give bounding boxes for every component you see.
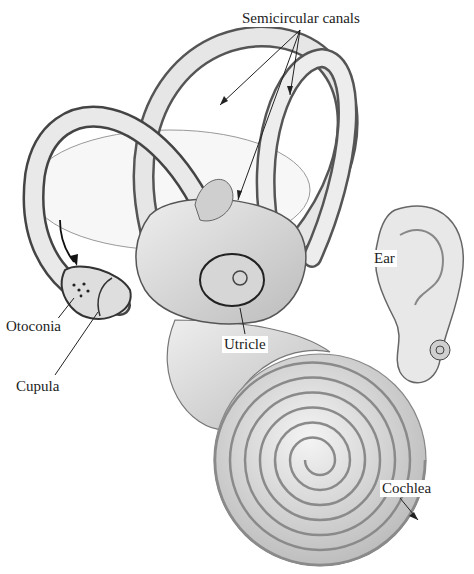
- mini-cochlea: [430, 340, 450, 360]
- part-label: Otoconia: [4, 318, 63, 335]
- cochlea-spiral: [214, 354, 426, 566]
- saccule: [195, 179, 233, 221]
- cupula-shape: [98, 278, 112, 316]
- utricle-shape: [200, 254, 264, 306]
- ampulla: [62, 266, 131, 318]
- mini-cochlea: [436, 346, 444, 354]
- part-label: Utricle: [222, 336, 268, 353]
- part-label: Cochlea: [380, 480, 433, 497]
- flow-arrowhead: [70, 254, 78, 266]
- otoconia-dots: [72, 282, 89, 297]
- outer-ear: [375, 206, 463, 383]
- part-label: Cupula: [14, 378, 61, 395]
- part-label: Ear: [372, 250, 397, 267]
- utricle-macula: [233, 271, 247, 285]
- vestibule: [136, 199, 306, 324]
- spiral-line: [215, 363, 425, 565]
- part-label: Semicircular canals: [240, 10, 362, 27]
- leader-lines: [45, 30, 418, 520]
- ear-fold: [400, 230, 443, 305]
- leader-arrowheads: [220, 86, 418, 520]
